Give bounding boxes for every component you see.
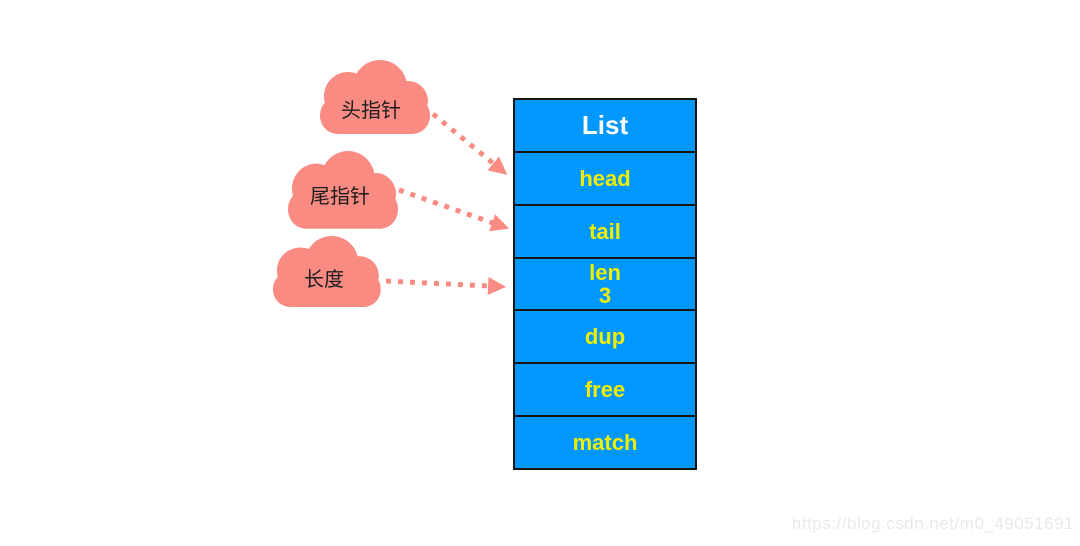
arrow-length bbox=[385, 276, 507, 295]
table-row-match: match bbox=[515, 415, 695, 468]
watermark: https://blog.csdn.net/m0_49051691 bbox=[791, 514, 1074, 533]
cloud-head-pointer-label: 头指针 bbox=[341, 99, 401, 122]
arrow-tail-pointer bbox=[398, 187, 510, 232]
table-title-row: List bbox=[515, 100, 695, 151]
arrow-head-pointer bbox=[431, 112, 508, 175]
table-row-dup: dup bbox=[515, 309, 695, 362]
table-row-head: head bbox=[515, 150, 695, 204]
table-row-tail: tail bbox=[515, 203, 695, 257]
table-row-free: free bbox=[515, 362, 695, 415]
row-label: tail bbox=[589, 218, 621, 244]
list-struct-table: List head tail len 3 dup free match bbox=[513, 98, 697, 470]
table-title: List bbox=[581, 109, 629, 140]
table-row-len: len 3 bbox=[515, 256, 695, 310]
row-label: match bbox=[572, 430, 638, 456]
row-label: head bbox=[579, 165, 631, 191]
row-label: len bbox=[589, 259, 621, 285]
row-value: 3 bbox=[598, 283, 612, 308]
row-label: free bbox=[584, 377, 626, 403]
row-label: dup bbox=[584, 324, 626, 350]
cloud-length: 长度 bbox=[272, 236, 381, 308]
cloud-tail-pointer-label: 尾指针 bbox=[310, 185, 370, 208]
cloud-head-pointer: 头指针 bbox=[320, 60, 430, 134]
cloud-tail-pointer: 尾指针 bbox=[288, 151, 398, 229]
cloud-length-label: 长度 bbox=[304, 268, 344, 291]
